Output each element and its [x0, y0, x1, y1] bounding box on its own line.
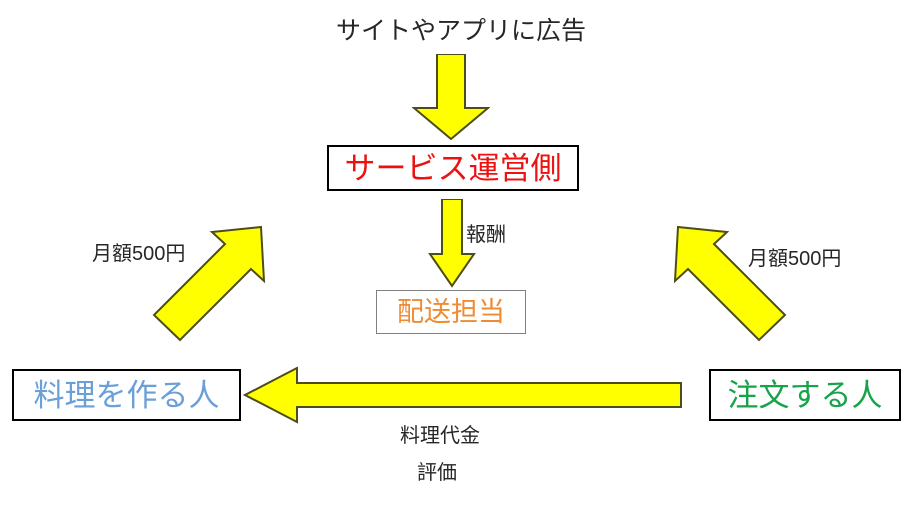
- arrow-down-icon-service-to-delivery: [428, 199, 476, 288]
- node-customer[interactable]: 注文する人: [709, 369, 901, 421]
- label-monthly-fee-right: 月額500円: [748, 248, 842, 270]
- arrow-down-icon-ads-to-service: [412, 54, 490, 140]
- node-customer-label: 注文する人: [727, 377, 883, 413]
- node-cook-label: 料理を作る人: [33, 377, 220, 413]
- label-advertising: サイトやアプリに広告: [336, 17, 587, 45]
- arrow-up-left-icon-customer-to-service: [666, 221, 791, 343]
- arrow-left-icon-customer-to-cook: [243, 366, 683, 424]
- node-service-operator-label: サービス運営側: [344, 150, 562, 186]
- node-delivery-staff[interactable]: 配送担当: [376, 290, 526, 334]
- node-cook[interactable]: 料理を作る人: [12, 369, 241, 421]
- node-delivery-staff-label: 配送担当: [397, 296, 505, 327]
- label-reward: 報酬: [466, 224, 506, 246]
- label-food-price: 料理代金: [400, 425, 480, 447]
- label-rating: 評価: [417, 462, 457, 484]
- node-service-operator[interactable]: サービス運営側: [327, 145, 579, 191]
- label-monthly-fee-left: 月額500円: [92, 243, 186, 265]
- arrow-up-right-icon-cook-to-service: [148, 221, 273, 343]
